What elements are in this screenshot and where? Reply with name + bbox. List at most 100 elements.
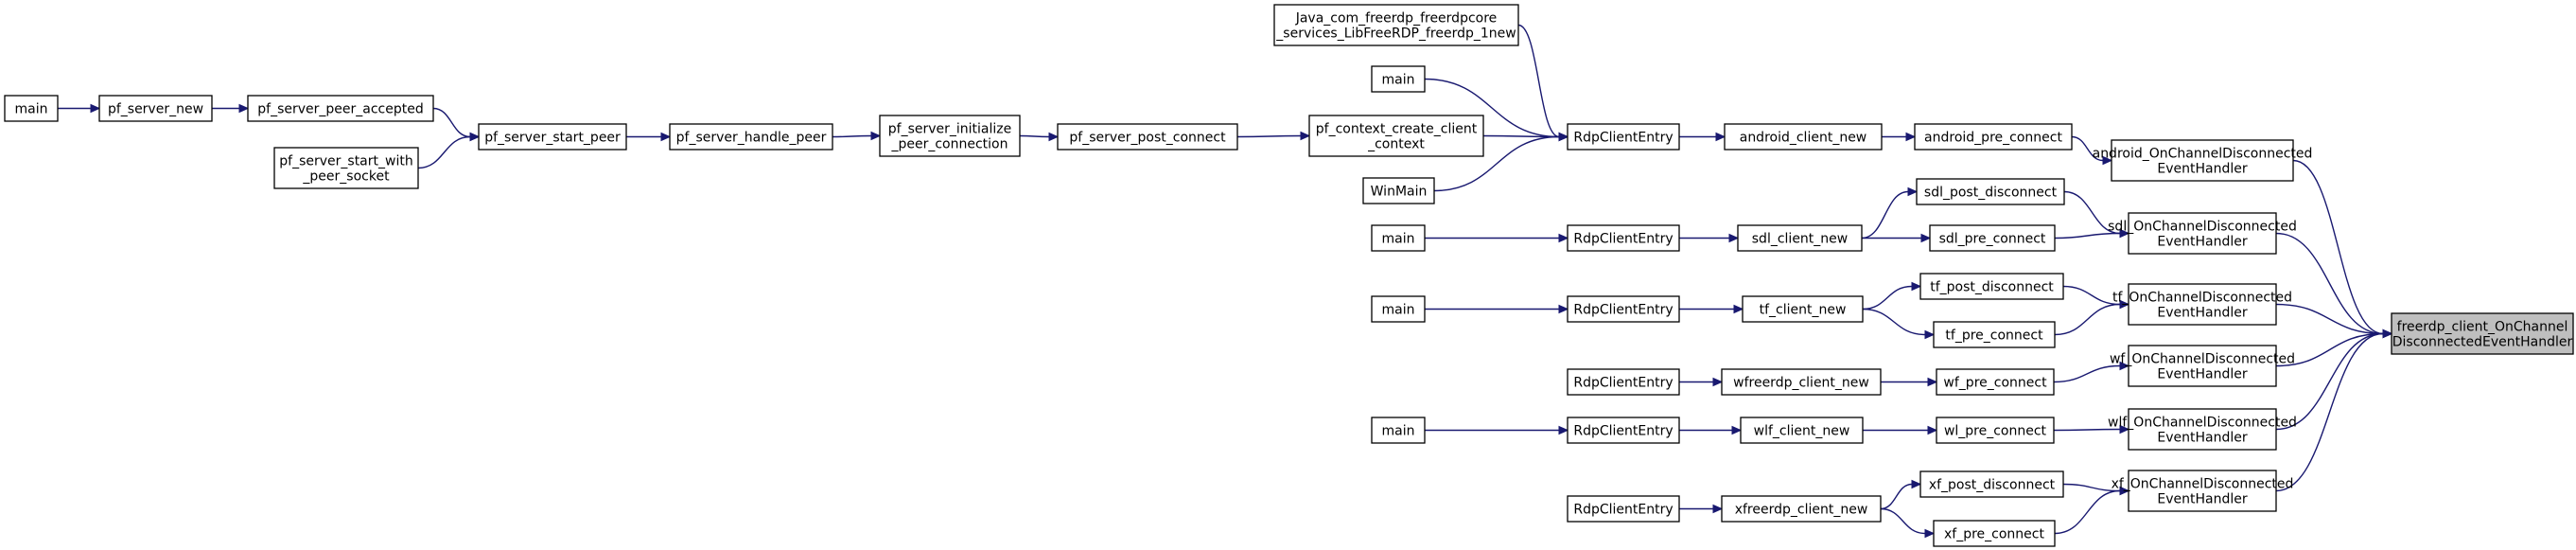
function-node-rdp-wlf[interactable]: RdpClientEntry	[1567, 417, 1680, 444]
node-label: _peer_socket	[302, 169, 390, 185]
function-node-wf-new[interactable]: wfreerdp_client_new	[1721, 368, 1882, 396]
node-label: RdpClientEntry	[1573, 503, 1673, 518]
node-box	[98, 95, 213, 122]
edge-line	[2054, 232, 2121, 240]
node-label: sdl_OnChannelDisconnected	[2108, 220, 2297, 235]
function-node-pf-init[interactable]: pf_server_initialize_peer_connection	[879, 115, 1021, 157]
arrowhead-icon	[1731, 425, 1743, 435]
function-node-tf-pre[interactable]: tf_pre_connect	[1933, 321, 2056, 348]
function-node-android-cb[interactable]: android_OnChannelDisconnectedEventHandle…	[2093, 139, 2313, 182]
function-node-main-tf[interactable]: main	[1371, 295, 1426, 323]
node-label: _peer_connection	[890, 137, 1008, 152]
node-label: wlf_client_new	[1754, 424, 1850, 439]
edge-line	[2275, 303, 2384, 335]
node-label: pf_server_handle_peer	[676, 131, 827, 146]
function-node-sdl-pre[interactable]: sdl_pre_connect	[1929, 224, 2056, 252]
function-node-rdp-sdl[interactable]: RdpClientEntry	[1567, 224, 1680, 252]
function-node-xf-pre[interactable]: xf_pre_connect	[1933, 520, 2056, 547]
call-edge-xf_pre-to-xf_cb	[2054, 486, 2130, 535]
arrowhead-icon	[1924, 329, 1936, 340]
function-node-pf-start[interactable]: pf_server_start_peer	[478, 123, 627, 151]
arrowhead-icon	[2119, 424, 2130, 435]
function-node-pf-accepted[interactable]: pf_server_peer_accepted	[247, 95, 434, 122]
node-label: tf_pre_connect	[1945, 328, 2043, 344]
node-label: wf_pre_connect	[1943, 376, 2047, 391]
arrowhead-icon	[2119, 299, 2130, 310]
node-box	[1916, 178, 2065, 205]
function-node-sdl-post[interactable]: sdl_post_disconnect	[1916, 178, 2065, 205]
node-label: xfreerdp_client_new	[1735, 503, 1868, 518]
function-node-rdp-xf[interactable]: RdpClientEntry	[1567, 495, 1680, 523]
node-box	[2128, 345, 2277, 387]
node-label: android_client_new	[1740, 131, 1867, 146]
edge-line	[2275, 232, 2384, 335]
node-label: tf_OnChannelDisconnected	[2112, 291, 2292, 306]
function-node-winmain[interactable]: WinMain	[1362, 177, 1435, 204]
node-box	[1057, 123, 1238, 151]
node-label: EventHandler	[2157, 162, 2247, 177]
function-node-android-new[interactable]: android_client_new	[1724, 123, 1883, 151]
node-box	[1362, 177, 1435, 204]
function-node-pf-handle[interactable]: pf_server_handle_peer	[669, 123, 833, 151]
node-box	[1721, 495, 1882, 523]
function-node-xf-post[interactable]: xf_post_disconnect	[1919, 470, 2064, 498]
function-node-pf-post[interactable]: pf_server_post_connect	[1057, 123, 1238, 151]
edge-line	[2275, 332, 2384, 367]
function-node-wl-pre[interactable]: wl_pre_connect	[1936, 417, 2055, 444]
arrowhead-icon	[90, 103, 101, 114]
node-label: RdpClientEntry	[1573, 131, 1673, 146]
function-node-xf-new[interactable]: xfreerdp_client_new	[1721, 495, 1882, 523]
node-box	[1273, 4, 1519, 46]
node-label: EventHandler	[2157, 235, 2247, 250]
function-node-wlf-new[interactable]: wlf_client_new	[1740, 417, 1864, 444]
function-node-tf-new[interactable]: tf_client_new	[1742, 295, 1864, 323]
node-label: wlf_OnChannelDisconnected	[2108, 416, 2297, 431]
call-edge-rdp_wf-to-wf_new	[1679, 377, 1724, 387]
call-edge-main_sdl-to-rdp_sdl	[1425, 233, 1569, 243]
function-node-rdp-wf[interactable]: RdpClientEntry	[1567, 368, 1680, 396]
node-label: tf_client_new	[1760, 303, 1847, 318]
node-box	[1740, 417, 1864, 444]
function-node-root[interactable]: freerdp_client_OnChannelDisconnectedEven…	[2391, 312, 2574, 355]
node-label: _services_LibFreeRDP_freerdp_1new	[1275, 27, 1516, 42]
function-node-wf-pre[interactable]: wf_pre_connect	[1936, 368, 2055, 396]
arrowhead-icon	[1907, 186, 1919, 197]
function-node-java[interactable]: Java_com_freerdp_freerdpcore_services_Li…	[1273, 4, 1519, 46]
node-label: pf_server_start_with	[279, 154, 412, 169]
function-node-sdl-new[interactable]: sdl_client_new	[1737, 224, 1863, 252]
function-node-android-pre[interactable]: android_pre_connect	[1914, 123, 2073, 151]
call-edge-tf_new-to-tf_pre	[1862, 308, 1936, 340]
function-node-pf-ctx[interactable]: pf_context_create_client_context	[1308, 115, 1484, 157]
node-label: pf_server_start_peer	[484, 131, 621, 146]
node-label: pf_server_new	[108, 102, 203, 117]
node-label: RdpClientEntry	[1573, 232, 1673, 247]
function-node-tf-post[interactable]: tf_post_disconnect	[1919, 273, 2064, 300]
function-node-rdp-tf[interactable]: RdpClientEntry	[1567, 295, 1680, 323]
call-edge-rdp_android-to-android_new	[1679, 132, 1726, 142]
call-edge-sdl_new-to-sdl_pre	[1862, 233, 1932, 243]
node-label: Java_com_freerdp_freerdpcore	[1295, 11, 1498, 27]
function-node-main-sdl[interactable]: main	[1371, 224, 1426, 252]
function-node-pf-new[interactable]: pf_server_new	[98, 95, 213, 122]
node-label: RdpClientEntry	[1573, 424, 1673, 439]
function-node-main-pf[interactable]: main	[4, 95, 59, 122]
function-node-main-android[interactable]: main	[1371, 65, 1426, 93]
call-edge-main_wlf-to-rdp_wlf	[1424, 425, 1569, 435]
edge-line	[2062, 483, 2121, 492]
call-edge-winmain-to-rdp_android	[1433, 132, 1569, 192]
function-node-rdp-android[interactable]: RdpClientEntry	[1567, 123, 1680, 151]
node-label: pf_server_initialize	[888, 122, 1011, 137]
edge-line	[1019, 134, 1050, 138]
function-node-main-wlf[interactable]: main	[1371, 417, 1426, 444]
node-box	[2128, 470, 2277, 512]
arrowhead-icon	[1048, 132, 1060, 142]
node-box	[2128, 408, 2277, 451]
edge-line	[1880, 483, 1913, 510]
node-label: EventHandler	[2157, 431, 2247, 446]
function-node-pf-start-sock[interactable]: pf_server_start_with_peer_socket	[273, 147, 419, 189]
